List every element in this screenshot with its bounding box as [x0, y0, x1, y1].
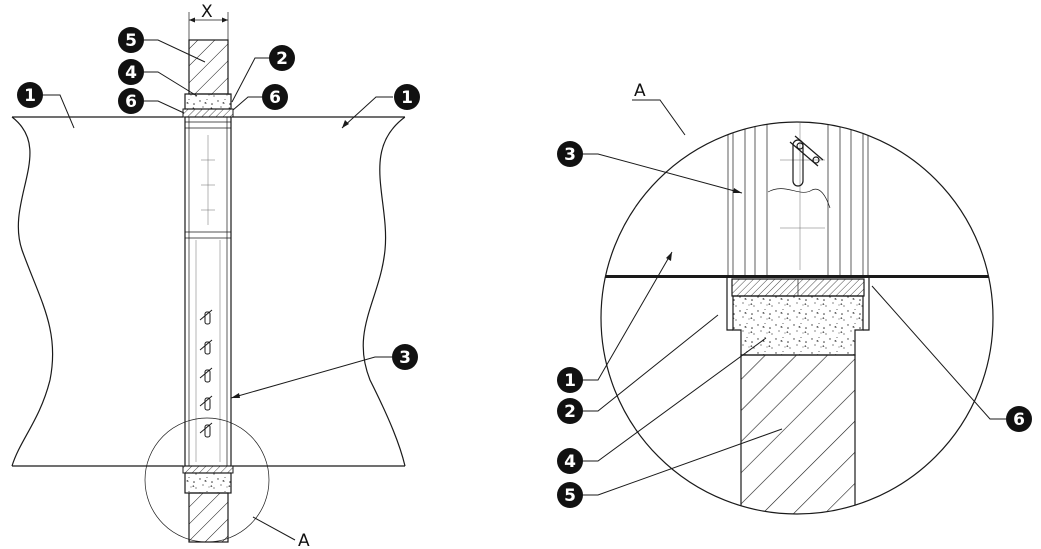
- callout-6-detail: 6: [1006, 406, 1032, 432]
- svg-text:1: 1: [24, 86, 36, 106]
- callout-5-detail: 5: [557, 482, 583, 508]
- wall-top: [188, 39, 229, 95]
- svg-text:6: 6: [269, 88, 281, 108]
- svg-text:2: 2: [276, 49, 288, 69]
- svg-text:4: 4: [564, 452, 576, 472]
- callout-6-left-a: 6: [118, 88, 144, 114]
- detail-label-left: A: [298, 531, 310, 549]
- svg-text:3: 3: [399, 348, 411, 368]
- svg-text:1: 1: [564, 371, 576, 391]
- dimension-x: X: [188, 2, 229, 40]
- svg-text:2: 2: [564, 402, 576, 422]
- callout-1-left: 1: [17, 82, 43, 108]
- callout-1-detail: 1: [557, 367, 583, 393]
- mortar-top: [184, 93, 232, 110]
- detail-label-right: A: [634, 81, 646, 101]
- svg-text:3: 3: [564, 145, 576, 165]
- callout-2-left: 2: [269, 45, 295, 71]
- detail-mortar: [732, 295, 864, 356]
- callout-1-right: 1: [394, 84, 420, 110]
- detail-leaders: [582, 153, 1006, 496]
- svg-text:4: 4: [125, 63, 137, 83]
- svg-text:5: 5: [564, 486, 576, 506]
- callout-2-detail: 2: [557, 398, 583, 424]
- callout-3-left: 3: [392, 344, 418, 370]
- seal-top: [182, 108, 234, 118]
- callout-6-left-b: 6: [262, 84, 288, 110]
- svg-text:6: 6: [125, 92, 137, 112]
- dimension-label: X: [201, 2, 213, 22]
- left-leaders: [42, 39, 393, 399]
- detail-handle: [789, 135, 824, 187]
- floor-slab-left: [11, 116, 183, 467]
- callout-4-left: 4: [118, 59, 144, 85]
- callout-5-left: 5: [118, 27, 144, 53]
- svg-text:1: 1: [401, 88, 413, 108]
- seal-bottom: [182, 465, 234, 474]
- wall-bottom: [188, 492, 229, 543]
- floor-slab-right: [232, 116, 406, 467]
- detail-circle-small: [144, 417, 270, 543]
- damper-mechanism: [199, 309, 213, 438]
- svg-text:5: 5: [125, 31, 137, 51]
- detail-wall: [740, 354, 856, 514]
- detail-view: A 3 1 2 4 5 6: [557, 81, 1032, 515]
- damper-body: [184, 116, 232, 467]
- mortar-bottom: [184, 472, 232, 494]
- callout-3-detail: 3: [557, 141, 583, 167]
- callout-4-detail: 4: [557, 448, 583, 474]
- section-view: A X 1 1 5 4 6 2 6 3: [11, 2, 420, 549]
- svg-text:6: 6: [1013, 410, 1025, 430]
